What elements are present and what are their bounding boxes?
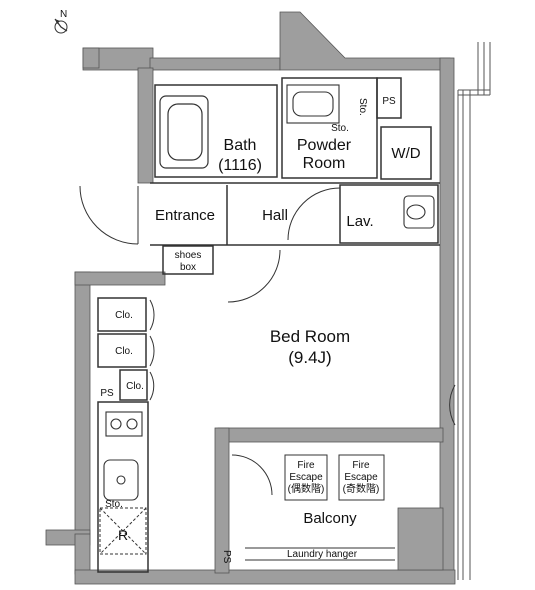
toilet-icon xyxy=(403,195,435,229)
bed-room-size-label: (9.4J) xyxy=(288,348,331,367)
fire-escape-1-line3: (偶数階) xyxy=(288,482,325,495)
bed-room-label: Bed Room xyxy=(270,327,350,346)
partitions xyxy=(97,77,440,573)
ps-left-label: PS xyxy=(100,388,114,399)
refrigerator-label: R xyxy=(118,527,128,543)
stove-icon xyxy=(105,411,143,437)
railing xyxy=(457,42,491,580)
powder-room-label-2: Room xyxy=(303,155,346,172)
powder-room-label-1: Powder xyxy=(297,137,352,154)
shoes-box-label-1: shoes xyxy=(175,250,202,261)
doors xyxy=(79,185,456,496)
fire-escape-1-line2: Escape xyxy=(289,472,323,483)
sink-icon xyxy=(286,84,340,124)
closet-label-1: Clo. xyxy=(115,310,133,321)
lav-label: Lav. xyxy=(346,213,373,230)
bath-size-label: (1116) xyxy=(218,157,262,174)
ps-bottom-label: PS xyxy=(221,550,232,564)
bathtub-icon xyxy=(159,95,209,169)
labels: Bath (1116) Powder Room W/D Entrance Hal… xyxy=(100,96,420,564)
kitchen-sink-icon xyxy=(103,459,139,501)
sto-top-vertical-label: Sto. xyxy=(357,98,368,116)
hall-label: Hall xyxy=(262,207,288,224)
shoes-box-label-2: box xyxy=(180,262,196,273)
compass-label: N xyxy=(60,9,67,20)
walls xyxy=(45,11,456,585)
compass-north-icon: N xyxy=(54,9,68,34)
fire-escape-2-line3: (奇数階) xyxy=(343,482,380,495)
refrigerator-icon xyxy=(99,507,147,555)
balcony-label: Balcony xyxy=(303,510,357,527)
wd-label: W/D xyxy=(391,145,420,162)
fire-escape-2-line1: Fire xyxy=(352,460,370,471)
sto-kitchen-label: Sto. xyxy=(105,499,123,510)
closet-label-3: Clo. xyxy=(126,381,144,392)
entrance-label: Entrance xyxy=(155,207,215,224)
ps-top-label: PS xyxy=(382,96,396,107)
bath-label: Bath xyxy=(224,137,257,154)
fire-escape-1-line1: Fire xyxy=(297,460,315,471)
sto-top-label: Sto. xyxy=(331,123,349,134)
laundry-hanger-label: Laundry hanger xyxy=(287,549,358,560)
fire-escape-2-line2: Escape xyxy=(344,472,378,483)
closet-label-2: Clo. xyxy=(115,346,133,357)
